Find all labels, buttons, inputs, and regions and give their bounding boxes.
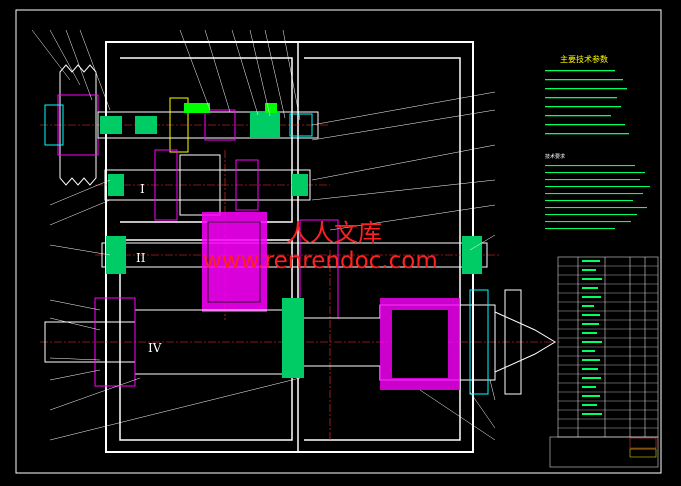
shaft-iii (101, 212, 488, 319)
spec-title: 主要技术参数 (560, 54, 608, 64)
parts-list (549, 256, 659, 468)
spec-lines (545, 70, 629, 135)
watermark: 人人文库 www.renrendoc.com (203, 219, 438, 274)
tech-req-lines (545, 165, 650, 230)
spindle-iv (44, 289, 556, 395)
shaft-label-i: I (140, 182, 145, 196)
leader-lines (31, 29, 496, 441)
shaft-i (97, 97, 319, 153)
tech-req-title: 技术要求 (545, 153, 565, 160)
watermark-url: www.renrendoc.com (203, 248, 438, 274)
gearbox-housing (105, 41, 474, 453)
spec-block: 主要技术参数 技术要求 (545, 54, 650, 230)
drawing-frame (15, 9, 662, 474)
shaft-ii (104, 149, 311, 221)
shaft-label-ii: II (136, 251, 146, 265)
watermark-cjk: 人人文库 (286, 219, 382, 247)
shaft-label-iv: IV (148, 341, 162, 355)
